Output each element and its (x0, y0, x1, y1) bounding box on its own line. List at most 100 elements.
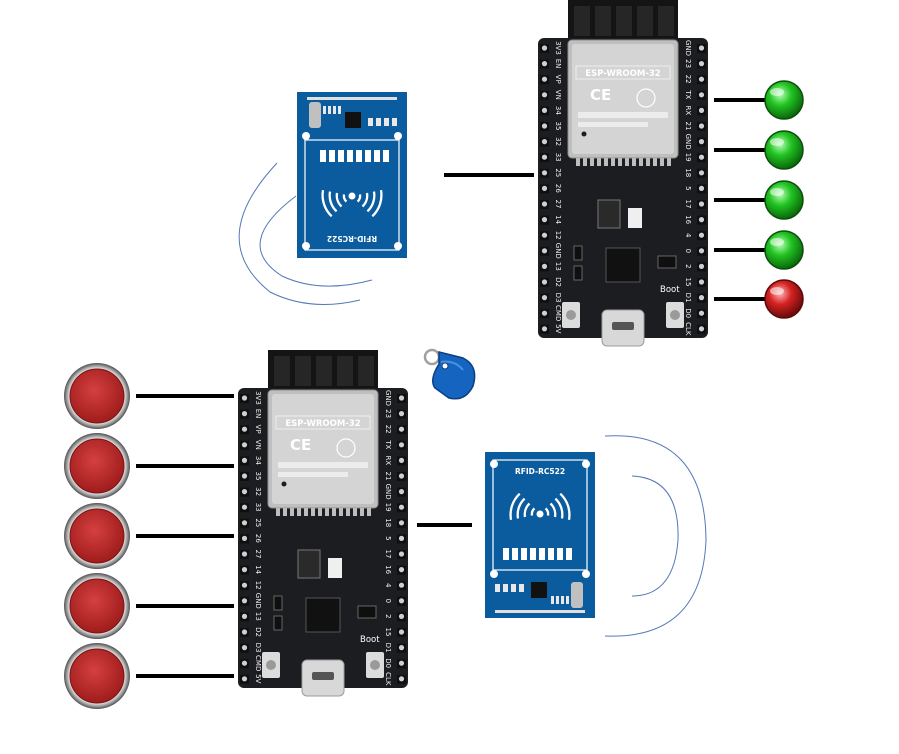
header-pin (398, 551, 405, 557)
pin-label: 13 (254, 612, 262, 621)
header-pin (241, 582, 248, 588)
rfid-label: RFID-RC522 (327, 234, 377, 243)
esp32-board-top: ESP-WROOM-32CE3V3ENVPVN34353233252627141… (538, 0, 708, 347)
pin-label: VP (554, 75, 562, 84)
rfid-reader-top: RFID-RC522 (297, 92, 407, 258)
rfid-header-pin (338, 150, 344, 162)
header-pin (698, 201, 705, 207)
header-pin (398, 535, 405, 541)
rfid-header-pin (539, 548, 545, 560)
header-pin (241, 520, 248, 526)
pin-label: 19 (684, 153, 692, 162)
rfid-chip (345, 112, 361, 128)
pin-label: 5 (684, 186, 692, 190)
pin-label: 26 (254, 534, 262, 543)
header-pin (541, 185, 548, 191)
pin-label: 34 (254, 456, 262, 465)
header-pin (241, 660, 248, 666)
header-pin (241, 457, 248, 463)
header-pin (541, 295, 548, 301)
header-pin (241, 535, 248, 541)
pin-label: 34 (554, 106, 562, 115)
led-green-icon (764, 230, 804, 270)
header-pin (541, 248, 548, 254)
pin-label: 16 (384, 565, 392, 574)
header-pin (398, 473, 405, 479)
header-pin (241, 645, 248, 651)
header-pin (398, 457, 405, 463)
header-pin (398, 426, 405, 432)
pin-label: EN (254, 409, 262, 419)
ce-mark: CE (290, 436, 311, 454)
header-pin (698, 107, 705, 113)
header-pin (241, 551, 248, 557)
header-pin (241, 629, 248, 635)
header-pin (541, 232, 548, 238)
header-pin (398, 582, 405, 588)
pin-label: D2 (254, 627, 262, 637)
rf-wave-bottom-inner (631, 475, 679, 597)
header-pin (241, 473, 248, 479)
pin-label: D3 (254, 643, 262, 653)
pin-label: 23 (384, 409, 392, 418)
pin-label: 14 (554, 215, 562, 224)
pin-label: D3 (554, 293, 562, 303)
header-pin (541, 201, 548, 207)
pin-label: 12 (554, 231, 562, 240)
pin-label: RX (684, 106, 692, 116)
rf-wave-top-inner (259, 195, 373, 287)
pin-label: D1 (384, 643, 392, 653)
header-pin (241, 411, 248, 417)
pin-label: EN (554, 59, 562, 69)
header-pin (698, 185, 705, 191)
rfid-header-pin (383, 150, 389, 162)
rfid-reader-bottom: RFID-RC522 (485, 452, 595, 618)
rf-wave-top-outer (238, 162, 361, 305)
header-pin (698, 154, 705, 160)
header-pin (698, 139, 705, 145)
pin-label: 12 (254, 581, 262, 590)
rfid-header-pin (329, 150, 335, 162)
header-pin (698, 295, 705, 301)
led-green-icon (764, 80, 804, 120)
header-pin (398, 489, 405, 495)
header-pin (241, 426, 248, 432)
header-pin (398, 598, 405, 604)
header-pin (698, 76, 705, 82)
header-pin (698, 170, 705, 176)
crystal (571, 582, 583, 608)
rfid-antenna-trace (304, 139, 400, 251)
pin-label: 21 (684, 122, 692, 131)
header-pin (241, 442, 248, 448)
rfid-header-pin (320, 150, 326, 162)
pin-label: 13 (554, 262, 562, 271)
capacitor (328, 558, 342, 578)
rfid-header-pin (548, 548, 554, 560)
rfid-header-pin (365, 150, 371, 162)
pin-label: VN (554, 90, 562, 100)
usb-uart-chip (305, 597, 341, 633)
header-pin (541, 92, 548, 98)
pin-label: 16 (684, 215, 692, 224)
boot-label: Boot (660, 285, 680, 295)
pin-label: 19 (384, 503, 392, 512)
header-pin (541, 263, 548, 269)
header-pin (698, 310, 705, 316)
header-pin (398, 395, 405, 401)
header-pin (398, 660, 405, 666)
pin-label: 5V (554, 324, 562, 333)
rfid-header-pin (374, 150, 380, 162)
module-label: ESP-WROOM-32 (585, 69, 660, 79)
pin-label: RX (384, 456, 392, 466)
header-pin (698, 248, 705, 254)
pin-label: 17 (684, 200, 692, 209)
header-pin (541, 217, 548, 223)
header-pin (241, 613, 248, 619)
pin-label: GND (254, 593, 262, 609)
rfid-keyfob-icon (423, 348, 476, 400)
header-pin (541, 170, 548, 176)
pin-label: 18 (384, 518, 392, 527)
pin-label: GND (684, 134, 692, 150)
pin-label: D1 (684, 293, 692, 303)
